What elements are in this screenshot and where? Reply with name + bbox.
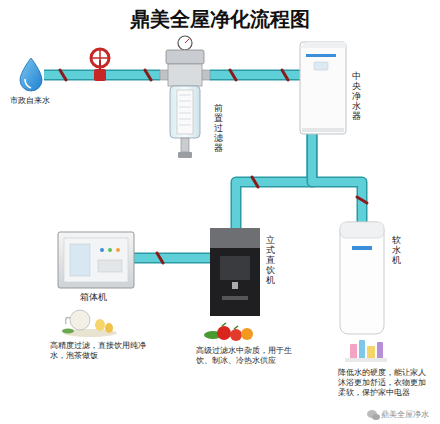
pipe-outline [312, 134, 362, 222]
drip-tray [222, 296, 248, 300]
pipe-outline [210, 70, 300, 81]
flow-mark [357, 197, 367, 203]
softener-strip [352, 246, 372, 250]
watermark: 鼎美全屋净水 [381, 409, 429, 420]
leaf [62, 329, 74, 334]
dispenser-body [210, 248, 260, 316]
pipe-fill [210, 71, 300, 79]
indicator-light [116, 248, 120, 252]
pipe-outline [236, 134, 312, 228]
pipe-fill [312, 134, 362, 222]
food-illustration [62, 310, 117, 337]
dispenser-tap [232, 282, 238, 289]
filter-head [166, 50, 204, 64]
central-purifier: 中央净水器 [300, 42, 346, 134]
drain-knob [178, 152, 192, 158]
node-label: 前置过滤器 [214, 104, 223, 153]
flow-mark [157, 253, 163, 263]
wall-unit-case [58, 232, 134, 288]
node-description: 高级过滤水中杂质，用于生饮、制冰、冷热水供应 [196, 346, 292, 366]
prefilter: 前置过滤器 [160, 36, 210, 161]
drop-shape [20, 58, 42, 91]
dispenser-panel [220, 256, 250, 280]
wall-unit: 箱体机高精度过滤，直接饮用纯净水，泡茶做饭 [58, 232, 134, 288]
purifier-display [314, 62, 328, 70]
water-source: 市政自来水 [18, 58, 44, 92]
vegetable-illustration [204, 323, 253, 341]
pressure-gauge [178, 36, 192, 50]
cosmetics-illustration [345, 340, 387, 362]
node-label: 中央净水器 [352, 72, 361, 121]
softener-illustration [340, 222, 384, 334]
flow-mark [145, 70, 151, 80]
gauge-needle [185, 39, 189, 43]
wall-unit-panel [64, 238, 128, 282]
egg [105, 323, 113, 333]
valve-wheel [91, 49, 109, 67]
standing-dispenser: 立式直饮机高级过滤水中杂质，用于生饮、制冰、冷热水供应 [210, 228, 260, 316]
central-purifier-illustration [300, 42, 346, 134]
node-label: 软水机 [392, 236, 401, 266]
cartridge-pleats [179, 95, 191, 125]
node-description: 高精度过滤，直接饮用纯净水，泡茶做饭 [50, 341, 158, 361]
node-description: 降低水的硬度，能让家人沐浴更加舒适，衣物更加柔软，保护家中电器 [338, 368, 428, 397]
teapot [70, 310, 90, 330]
valve-spoke [99, 49, 101, 67]
dispenser-illustration [210, 228, 260, 316]
egg [95, 319, 105, 331]
dispenser-top [210, 228, 260, 248]
water-pipe [134, 258, 210, 259]
teapot-spout [66, 318, 71, 324]
filter-cup [170, 86, 200, 138]
purifier-cabinet [300, 42, 346, 134]
purifier-strip [306, 54, 336, 57]
wall-unit-plate [98, 260, 122, 272]
valve-body [94, 69, 106, 81]
indicator-light [108, 248, 112, 252]
prefilter-illustration [160, 36, 210, 158]
purifier-top [300, 42, 346, 48]
purifier-base [302, 128, 344, 132]
water-pipe [312, 134, 362, 222]
filter-cartridge [177, 90, 193, 134]
filter-body [168, 64, 202, 86]
indicator-light [100, 248, 104, 252]
flow-mark [60, 70, 66, 80]
flow-mark [252, 177, 258, 187]
chat-bubble [372, 414, 380, 420]
wall-unit-illustration [58, 232, 134, 288]
orange [241, 328, 253, 340]
flow-mark [282, 70, 288, 80]
valve-symbol [91, 49, 109, 81]
pipe-fill [236, 134, 312, 228]
stems [222, 323, 238, 329]
drain-valve [181, 138, 189, 152]
pipe-fill [134, 254, 210, 262]
tomato [230, 329, 242, 341]
flow-mark [230, 70, 236, 80]
pipe-outline [134, 253, 210, 264]
node-label: 立式直饮机 [266, 236, 275, 285]
diagram-title: 鼎美全屋净化流程图 [0, 6, 440, 33]
node-label: 市政自来水 [10, 95, 50, 106]
softener-cap [340, 222, 384, 238]
wall-unit-window [70, 244, 90, 276]
tomato [217, 326, 231, 340]
water-pipe [236, 134, 312, 228]
shelf [345, 358, 387, 362]
node-label: 箱体机 [80, 291, 107, 304]
drop-highlight [25, 79, 31, 88]
watermark-icon [367, 410, 380, 420]
water-softener: 软水机降低水的硬度，能让家人沐浴更加舒适，衣物更加柔软，保护家中电器 [340, 222, 384, 334]
pipe-outline [44, 70, 160, 81]
water-drop-icon [20, 58, 42, 91]
softener-tank [340, 222, 384, 334]
